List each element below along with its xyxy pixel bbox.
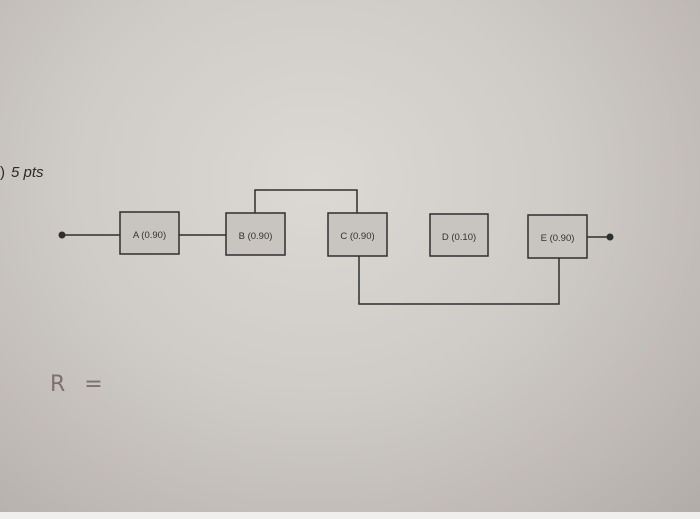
output-terminal	[606, 233, 614, 241]
block-e-label: E (0.90)	[541, 233, 575, 244]
block-c-label: C (0.90)	[340, 231, 374, 242]
problem-paren: )	[0, 164, 5, 181]
problem-points: ) 5 pts	[0, 164, 44, 181]
block-d-label: D (0.10)	[442, 232, 476, 243]
block-c: C (0.90)	[327, 212, 388, 257]
input-terminal	[58, 231, 66, 239]
block-b: B (0.90)	[225, 212, 286, 256]
block-a-label: A (0.90)	[133, 230, 166, 241]
block-b-label: B (0.90)	[239, 231, 273, 242]
block-a: A (0.90)	[119, 211, 180, 255]
block-e: E (0.90)	[527, 214, 588, 259]
bypass-top-wire	[254, 189, 358, 213]
block-d: D (0.10)	[429, 213, 489, 257]
paper-edge	[0, 512, 700, 519]
connection-wires	[62, 189, 610, 305]
points-label: 5 pts	[11, 164, 44, 181]
bypass-bottom-wire	[358, 256, 560, 305]
handwritten-answer: R =	[50, 372, 109, 397]
